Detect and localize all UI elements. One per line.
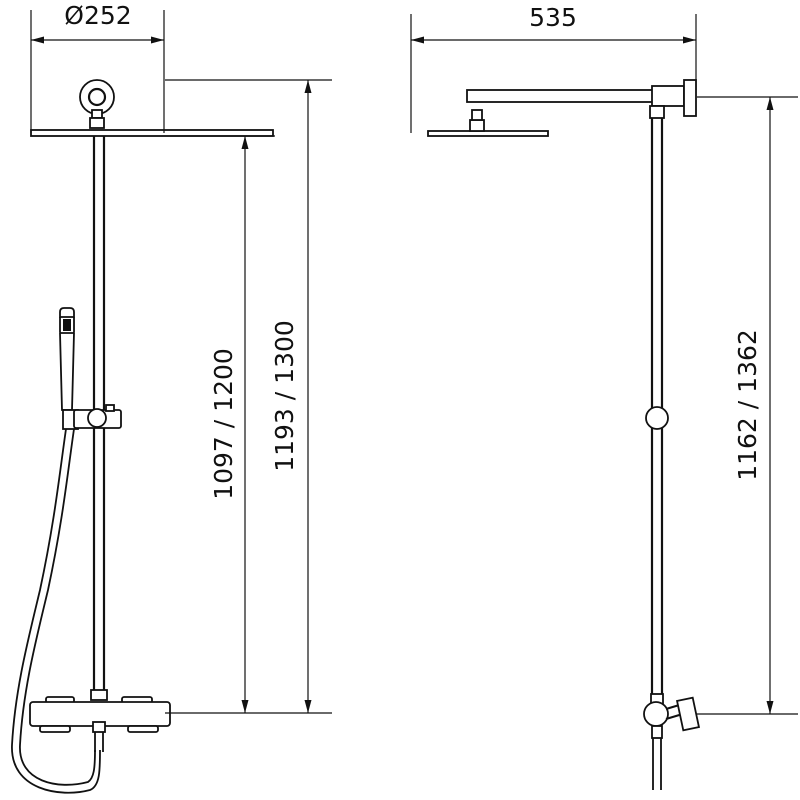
front-view: Ø252 bbox=[11, 1, 332, 794]
hose-front bbox=[11, 428, 101, 794]
height-dimensions-front: 1097 / 1200 1193 / 1300 bbox=[165, 79, 332, 714]
width-label: 535 bbox=[529, 3, 577, 32]
height-side-label: 1162 / 1362 bbox=[733, 329, 762, 481]
mixer-side bbox=[643, 696, 701, 790]
width-dimension: 535 bbox=[410, 3, 697, 133]
mixer-front bbox=[29, 696, 171, 752]
diameter-dimension: Ø252 bbox=[30, 1, 165, 133]
side-view: 535 bbox=[410, 3, 798, 790]
height-front-outer-label: 1193 / 1300 bbox=[270, 320, 299, 472]
height-front-inner-label: 1097 / 1200 bbox=[209, 348, 238, 500]
diameter-label: Ø252 bbox=[64, 1, 131, 30]
height-dimension-side: 1162 / 1362 bbox=[697, 96, 798, 715]
riser-pipe-side bbox=[645, 105, 669, 705]
shower-head-front bbox=[30, 79, 274, 137]
hand-shower-front bbox=[59, 307, 122, 430]
shower-head-side bbox=[427, 79, 697, 137]
